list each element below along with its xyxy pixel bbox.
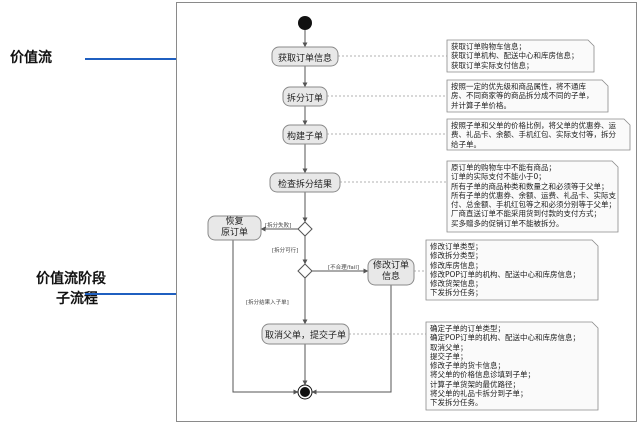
note-text-6: 确定子单的订单类型； 确定POP订单的机构、配送中心和库房信息； 取消父单； 提… — [430, 324, 580, 408]
note-text-5: 修改订单类型； 修改拆分类型； 修改库房信息； 修改POP订单的机构、配送中心和… — [430, 242, 580, 298]
note-text-3: 按照子单和父单的价格比例，将父单的优惠券、运 费、礼品卡、余额、手机红包、实际支… — [451, 121, 616, 149]
activity-label-split-order: 拆分订单 — [286, 94, 323, 104]
note-1-line: 获取订单机构、配送中心和库房信息； — [451, 51, 579, 61]
note-6-line: 确定子单的订单类型； — [430, 324, 505, 333]
note-1-line: 获取订单购物车信息； — [451, 42, 526, 51]
note-5-line: 下发拆分任务； — [430, 288, 483, 298]
note-6-line: 下发拆分任务。 — [430, 398, 483, 408]
note-6-line: 将父单的价格信息诊填到子单； — [430, 370, 535, 380]
note-4-line: 订单的实际支付不能小于0； — [451, 172, 546, 182]
note-6-line: 取消父单； — [430, 342, 468, 352]
note-5-line: 修改拆分类型； — [430, 251, 483, 261]
note-4-line: 所有子单的商品种类和数量之和必须等于父单； — [451, 181, 609, 191]
note-5-line: 修改货架信息； — [430, 279, 483, 289]
note-box-3 — [446, 118, 631, 151]
guard-split-ok: [拆分可行] — [272, 248, 299, 254]
note-6-line: 将父单的礼品卡拆分到子单； — [430, 389, 528, 399]
activity-split-order — [282, 86, 328, 107]
activity-get-order-info — [271, 46, 339, 67]
activity-label-cancel-submit: 取消父单，提交子单 — [264, 331, 346, 341]
note-2-line: 按照一定的优先级和商品属性，将不通库 — [451, 82, 586, 91]
note-text-1: 获取订单购物车信息； 获取订单机构、配送中心和库房信息； 获取订单实际支付信息； — [451, 42, 579, 70]
activity-label-modify-info: 修改订单 信息 — [372, 261, 409, 282]
value-stream-stage-label: 价值流阶段 — [36, 271, 106, 287]
note-box-5 — [425, 239, 599, 301]
note-2-line: 房、不同商家等的商品拆分成不同的子单， — [451, 91, 594, 101]
activity-restore-order — [207, 215, 262, 241]
note-box-4 — [446, 160, 619, 233]
activity-check-result — [269, 172, 341, 193]
decision-node-2 — [297, 263, 313, 279]
note-3-line: 给子单。 — [451, 139, 481, 149]
note-5-line: 修改订单类型； — [430, 242, 483, 251]
note-3-line: 按照子单和父单的价格比例，将父单的优惠券、运 — [451, 121, 616, 130]
note-6-line: 提交子单； — [430, 351, 468, 361]
flow-modify-to-end — [311, 285, 392, 395]
decision-node-1 — [297, 221, 313, 237]
note-box-6 — [425, 321, 599, 411]
activity-label-get-order-info: 获取订单信息 — [277, 54, 332, 64]
note-4-line: 原订单的购物车中不能有商品； — [451, 163, 556, 172]
end-node-inner — [300, 387, 310, 397]
note-6-line: 计算子单货架的最优路径； — [430, 379, 520, 389]
flow-restore-to-end — [232, 240, 299, 395]
start-node — [298, 16, 312, 30]
note-4-line: 所有子单的优惠券、余额、运费、礼品卡、实际支 — [451, 190, 616, 200]
activity-build-child — [282, 124, 328, 145]
note-text-2: 按照一定的优先级和商品属性，将不通库 房、不同商家等的商品拆分成不同的子单， 并… — [451, 82, 594, 110]
activity-label-restore-order: 恢复 原订单 — [220, 217, 248, 238]
note-box-2 — [446, 79, 609, 113]
note-6-line: 修改子单的货卡信息； — [430, 361, 505, 371]
note-4-line: 买多赠多的促销订单不能被拆分。 — [451, 218, 564, 228]
note-4-line: 厂商直送订单不能采用货到付款的支付方式； — [451, 209, 601, 219]
note-text-4: 原订单的购物车中不能有商品； 订单的实际支付不能小于0； 所有子单的商品种类和数… — [451, 163, 616, 228]
note-5-line: 修改POP订单的机构、配送中心和库房信息； — [430, 269, 580, 279]
note-1-line: 获取订单实际支付信息； — [451, 60, 534, 70]
activity-label-build-child: 构建子单 — [286, 132, 323, 142]
value-stream-label: 价值流 — [10, 50, 52, 66]
guard-split-failed: [拆分失败] — [265, 223, 292, 229]
subprocess-label: 子流程 — [56, 291, 98, 307]
note-6-line: 确定POP订单的机构、配送中心和库房信息； — [430, 333, 580, 343]
note-5-line: 修改库房信息； — [430, 260, 483, 270]
note-4-line: 付、总金额、手机红包等之和必须分别等于父单； — [451, 200, 616, 210]
guard-result-ok: [拆分结果入子单] — [246, 300, 289, 306]
note-2-line: 并计算子单价格。 — [451, 100, 511, 110]
note-box-1 — [446, 39, 595, 73]
note-3-line: 费、礼品卡、余额、手机红包、实际支付等，拆分 — [451, 130, 616, 140]
activity-modify-info — [367, 258, 415, 286]
activity-label-check-result: 检查拆分结果 — [277, 180, 332, 190]
guard-not-ok: [不合理/fail] — [328, 265, 360, 271]
